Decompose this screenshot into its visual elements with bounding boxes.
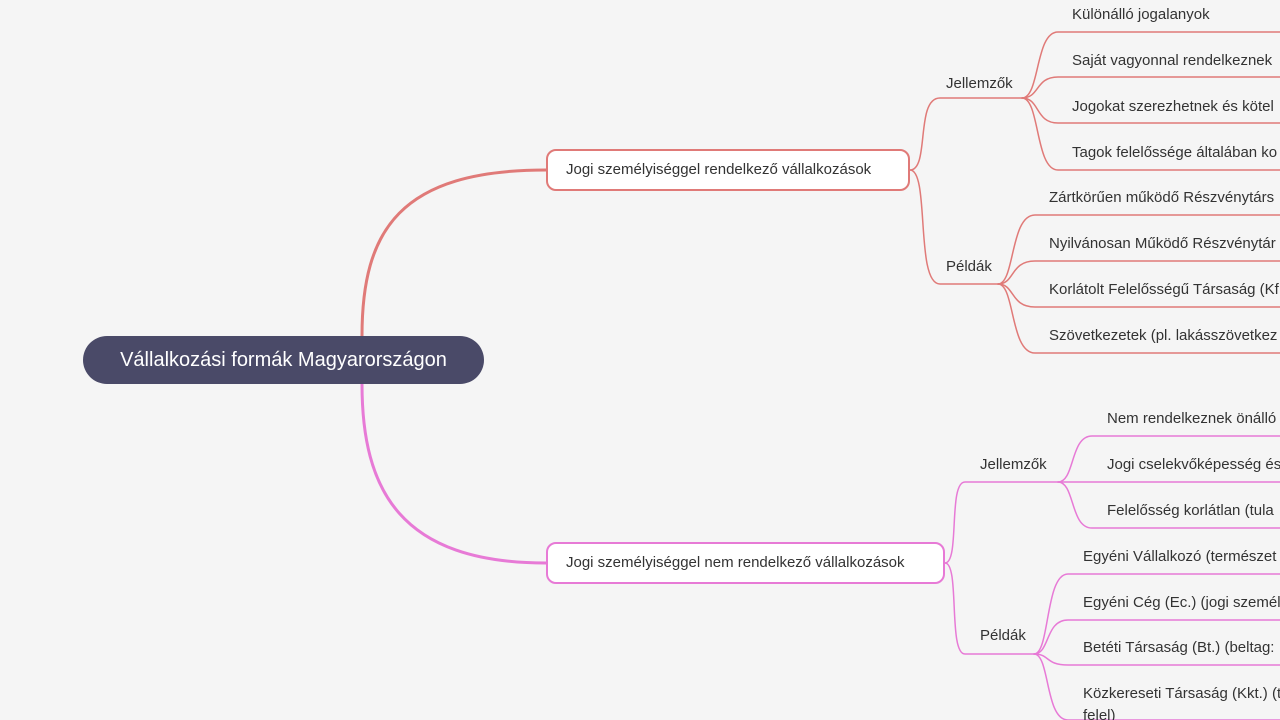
- branch-node-jogi-szemelyiseggel-rendelkezo[interactable]: Jogi személyiséggel rendelkező vállalkoz…: [546, 149, 910, 191]
- branch-1-to-peldak-line: [909, 169, 999, 285]
- leaf-kft[interactable]: Korlátolt Felelősségű Társaság (Kf: [1049, 281, 1279, 298]
- group-label-jellemzok-2[interactable]: Jellemzők: [980, 456, 1047, 473]
- jellemzok-1-leaf-line-2: [1021, 76, 1280, 99]
- peldak-2-leaf-line-3: [1033, 653, 1280, 666]
- jellemzok-1-leaf-line-4: [1021, 97, 1280, 171]
- leaf-felelosseg-korlatlan[interactable]: Felelősség korlátlan (tula: [1107, 502, 1274, 519]
- leaf-egyeni-vallalkozo[interactable]: Egyéni Vállalkozó (természet: [1083, 548, 1277, 565]
- group-label-peldak-1[interactable]: Példák: [946, 258, 992, 275]
- leaf-szovetkezetek[interactable]: Szövetkezetek (pl. lakásszövetkez: [1049, 327, 1278, 344]
- jellemzok-2-leaf-line-1: [1057, 435, 1280, 483]
- group-label-peldak-2[interactable]: Példák: [980, 627, 1026, 644]
- peldak-1-leaf-line-1: [997, 214, 1280, 285]
- leaf-tagok-felelossege[interactable]: Tagok felelőssége általában ko: [1072, 144, 1278, 161]
- root-to-branch-2-line: [360, 382, 548, 565]
- leaf-beteti-tarsasag[interactable]: Betéti Társaság (Bt.) (beltag:: [1083, 639, 1275, 656]
- peldak-1-leaf-line-4: [997, 283, 1280, 354]
- leaf-jogokat-szerezhetnek[interactable]: Jogokat szerezhetnek és kötel: [1072, 98, 1274, 115]
- jellemzok-1-leaf-line-1: [1021, 31, 1280, 99]
- peldak-1-leaf-line-2: [997, 260, 1280, 285]
- branch-2-to-peldak-line: [944, 562, 1035, 655]
- leaf-sajat-vagyon[interactable]: Saját vagyonnal rendelkeznek: [1072, 52, 1273, 69]
- root-node[interactable]: Vállalkozási formák Magyarországon: [83, 336, 484, 384]
- peldak-2-leaf-line-4: [1033, 653, 1280, 720]
- root-to-branch-1-line: [360, 168, 548, 338]
- branch-node-jogi-szemelyiseggel-nem-rendelkezo[interactable]: Jogi személyiséggel nem rendelkező válla…: [546, 542, 945, 584]
- group-label-jellemzok-1[interactable]: Jellemzők: [946, 75, 1013, 92]
- peldak-2-leaf-line-2: [1033, 619, 1280, 655]
- leaf-kulonallo-jogalanyok[interactable]: Különálló jogalanyok: [1072, 6, 1210, 23]
- jellemzok-1-leaf-line-3: [1021, 97, 1280, 124]
- leaf-zrt[interactable]: Zártkörűen működő Részvénytárs: [1049, 189, 1275, 206]
- peldak-2-leaf-line-1: [1033, 573, 1280, 655]
- leaf-egyeni-ceg[interactable]: Egyéni Cég (Ec.) (jogi személ: [1083, 594, 1280, 611]
- leaf-jogi-cselekvokepesseg[interactable]: Jogi cselekvőképesség és: [1107, 456, 1280, 473]
- leaf-kozkereseti-tarsasag[interactable]: Közkereseti Társaság (Kkt.) (t felel): [1083, 685, 1280, 720]
- leaf-nyrt[interactable]: Nyilvánosan Működő Részvénytár: [1049, 235, 1276, 252]
- branch-2-to-jellemzok-line: [944, 481, 1059, 564]
- jellemzok-2-leaf-line-3: [1057, 481, 1280, 529]
- leaf-nem-rendelkeznek-onallo[interactable]: Nem rendelkeznek önálló: [1107, 410, 1277, 427]
- branch-1-to-jellemzok-line: [909, 97, 1023, 171]
- peldak-1-leaf-line-3: [997, 283, 1280, 308]
